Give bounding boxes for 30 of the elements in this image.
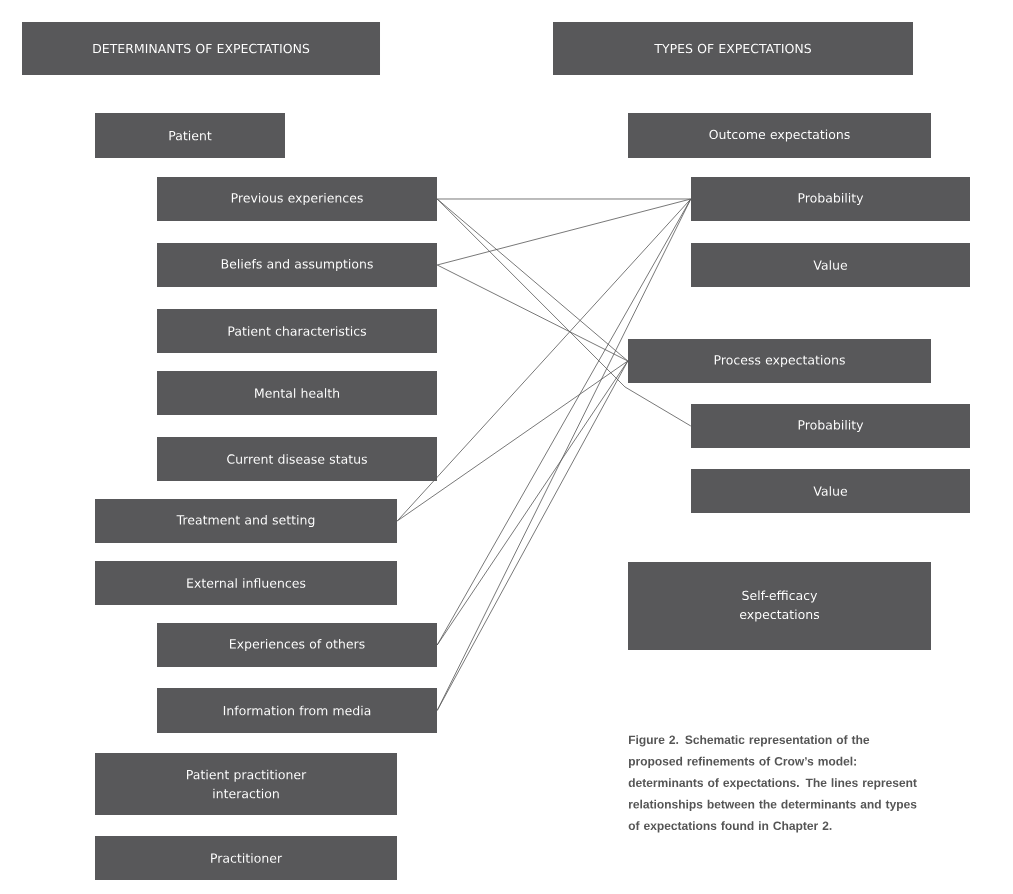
heading-box: TYPES OF EXPECTATIONS [553, 22, 913, 75]
category-box: Patient [95, 113, 285, 158]
category-box: Treatment and setting [95, 499, 397, 543]
connector-line [436, 264, 629, 362]
item-box: Mental health [157, 371, 437, 415]
connector-line [396, 198, 692, 522]
item-box: Probability [691, 177, 970, 221]
category-box: Patient practitioner interaction [95, 753, 397, 815]
item-box: Beliefs and assumptions [157, 243, 437, 287]
category-box: Practitioner [95, 836, 397, 880]
item-box: Value [691, 243, 970, 287]
caption: Figure 2. Schematic representation of the proposed refinements of Crow’s model: determinants of expectations. The lines represent relationships between the determinants and types of expectations found in Chapter 2. [628, 735, 917, 833]
connector-line [436, 198, 692, 200]
item-box: Current disease status [157, 437, 437, 481]
category-box: External influences [95, 561, 397, 605]
connector-line [396, 360, 629, 522]
item-box: Value [691, 469, 970, 513]
connector-line [436, 360, 629, 646]
category-box: Outcome expectations [628, 113, 931, 158]
connector-line [436, 198, 692, 266]
item-box: Patient characteristics [157, 309, 437, 353]
item-box: Experiences of others [157, 623, 437, 667]
category-box: Self-efficacy expectations [628, 562, 931, 650]
item-box: Probability [691, 404, 970, 448]
item-box: Information from media [157, 688, 437, 733]
heading-box: DETERMINANTS OF EXPECTATIONS [22, 22, 380, 75]
category-box: Process expectations [628, 339, 931, 383]
connector-line [436, 198, 692, 427]
item-box: Previous experiences [157, 177, 437, 221]
connector-line [436, 360, 629, 711]
